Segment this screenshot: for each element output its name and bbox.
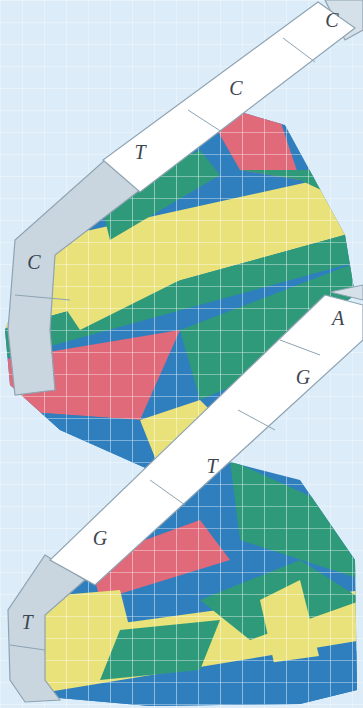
base-letter: C bbox=[27, 252, 40, 272]
base-letter: A bbox=[332, 308, 344, 328]
base-letter: G bbox=[93, 528, 107, 548]
base-letter: T bbox=[134, 142, 145, 162]
base-letter: G bbox=[296, 367, 310, 387]
base-letter: C bbox=[229, 78, 242, 98]
base-letter: T bbox=[21, 612, 32, 632]
base-letter: C bbox=[325, 10, 338, 30]
base-letter: T bbox=[206, 456, 217, 476]
